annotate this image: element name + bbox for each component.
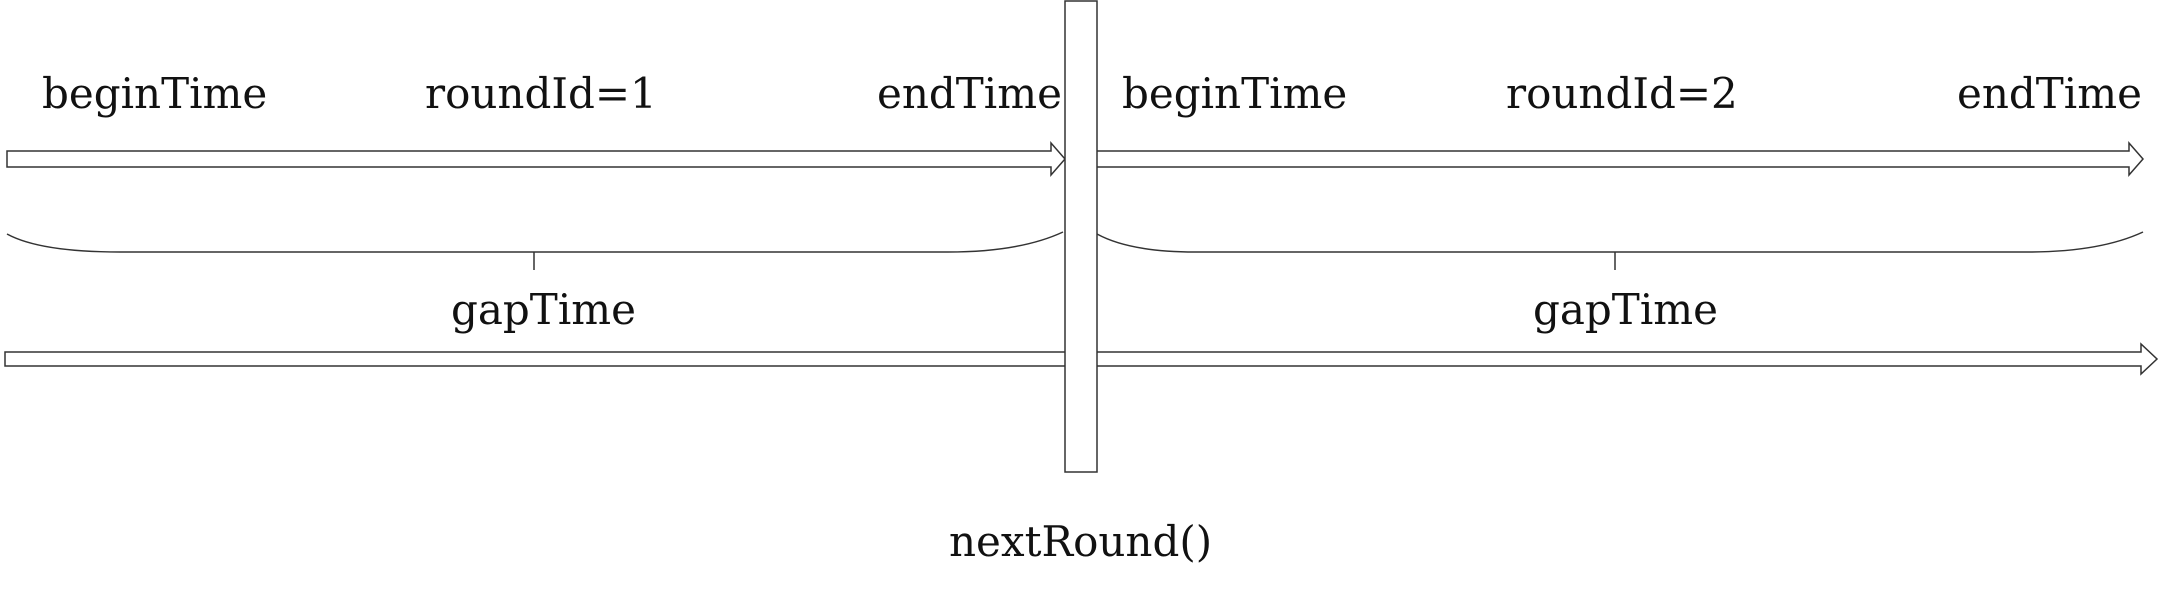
round1-begin-time-label: beginTime <box>42 69 267 118</box>
next-round-divider-bar <box>1064 0 1098 473</box>
round2-end-time-label: endTime <box>1957 69 2142 118</box>
round2-gap-brace <box>1096 231 2144 253</box>
round2-timeline-arrow <box>1094 141 2144 177</box>
round1-gap-time-label: gapTime <box>451 285 636 334</box>
round2-round-id-label: roundId=2 <box>1506 69 1738 118</box>
round1-end-time-label: endTime <box>877 69 1062 118</box>
round1-round-id-label: roundId=1 <box>425 69 657 118</box>
round1-gap-brace <box>6 231 1064 253</box>
round2-begin-time-label: beginTime <box>1122 69 1347 118</box>
round1-timeline-arrow <box>6 141 1066 177</box>
round2-gap-time-label: gapTime <box>1533 285 1718 334</box>
next-round-label: nextRound() <box>949 517 1212 566</box>
